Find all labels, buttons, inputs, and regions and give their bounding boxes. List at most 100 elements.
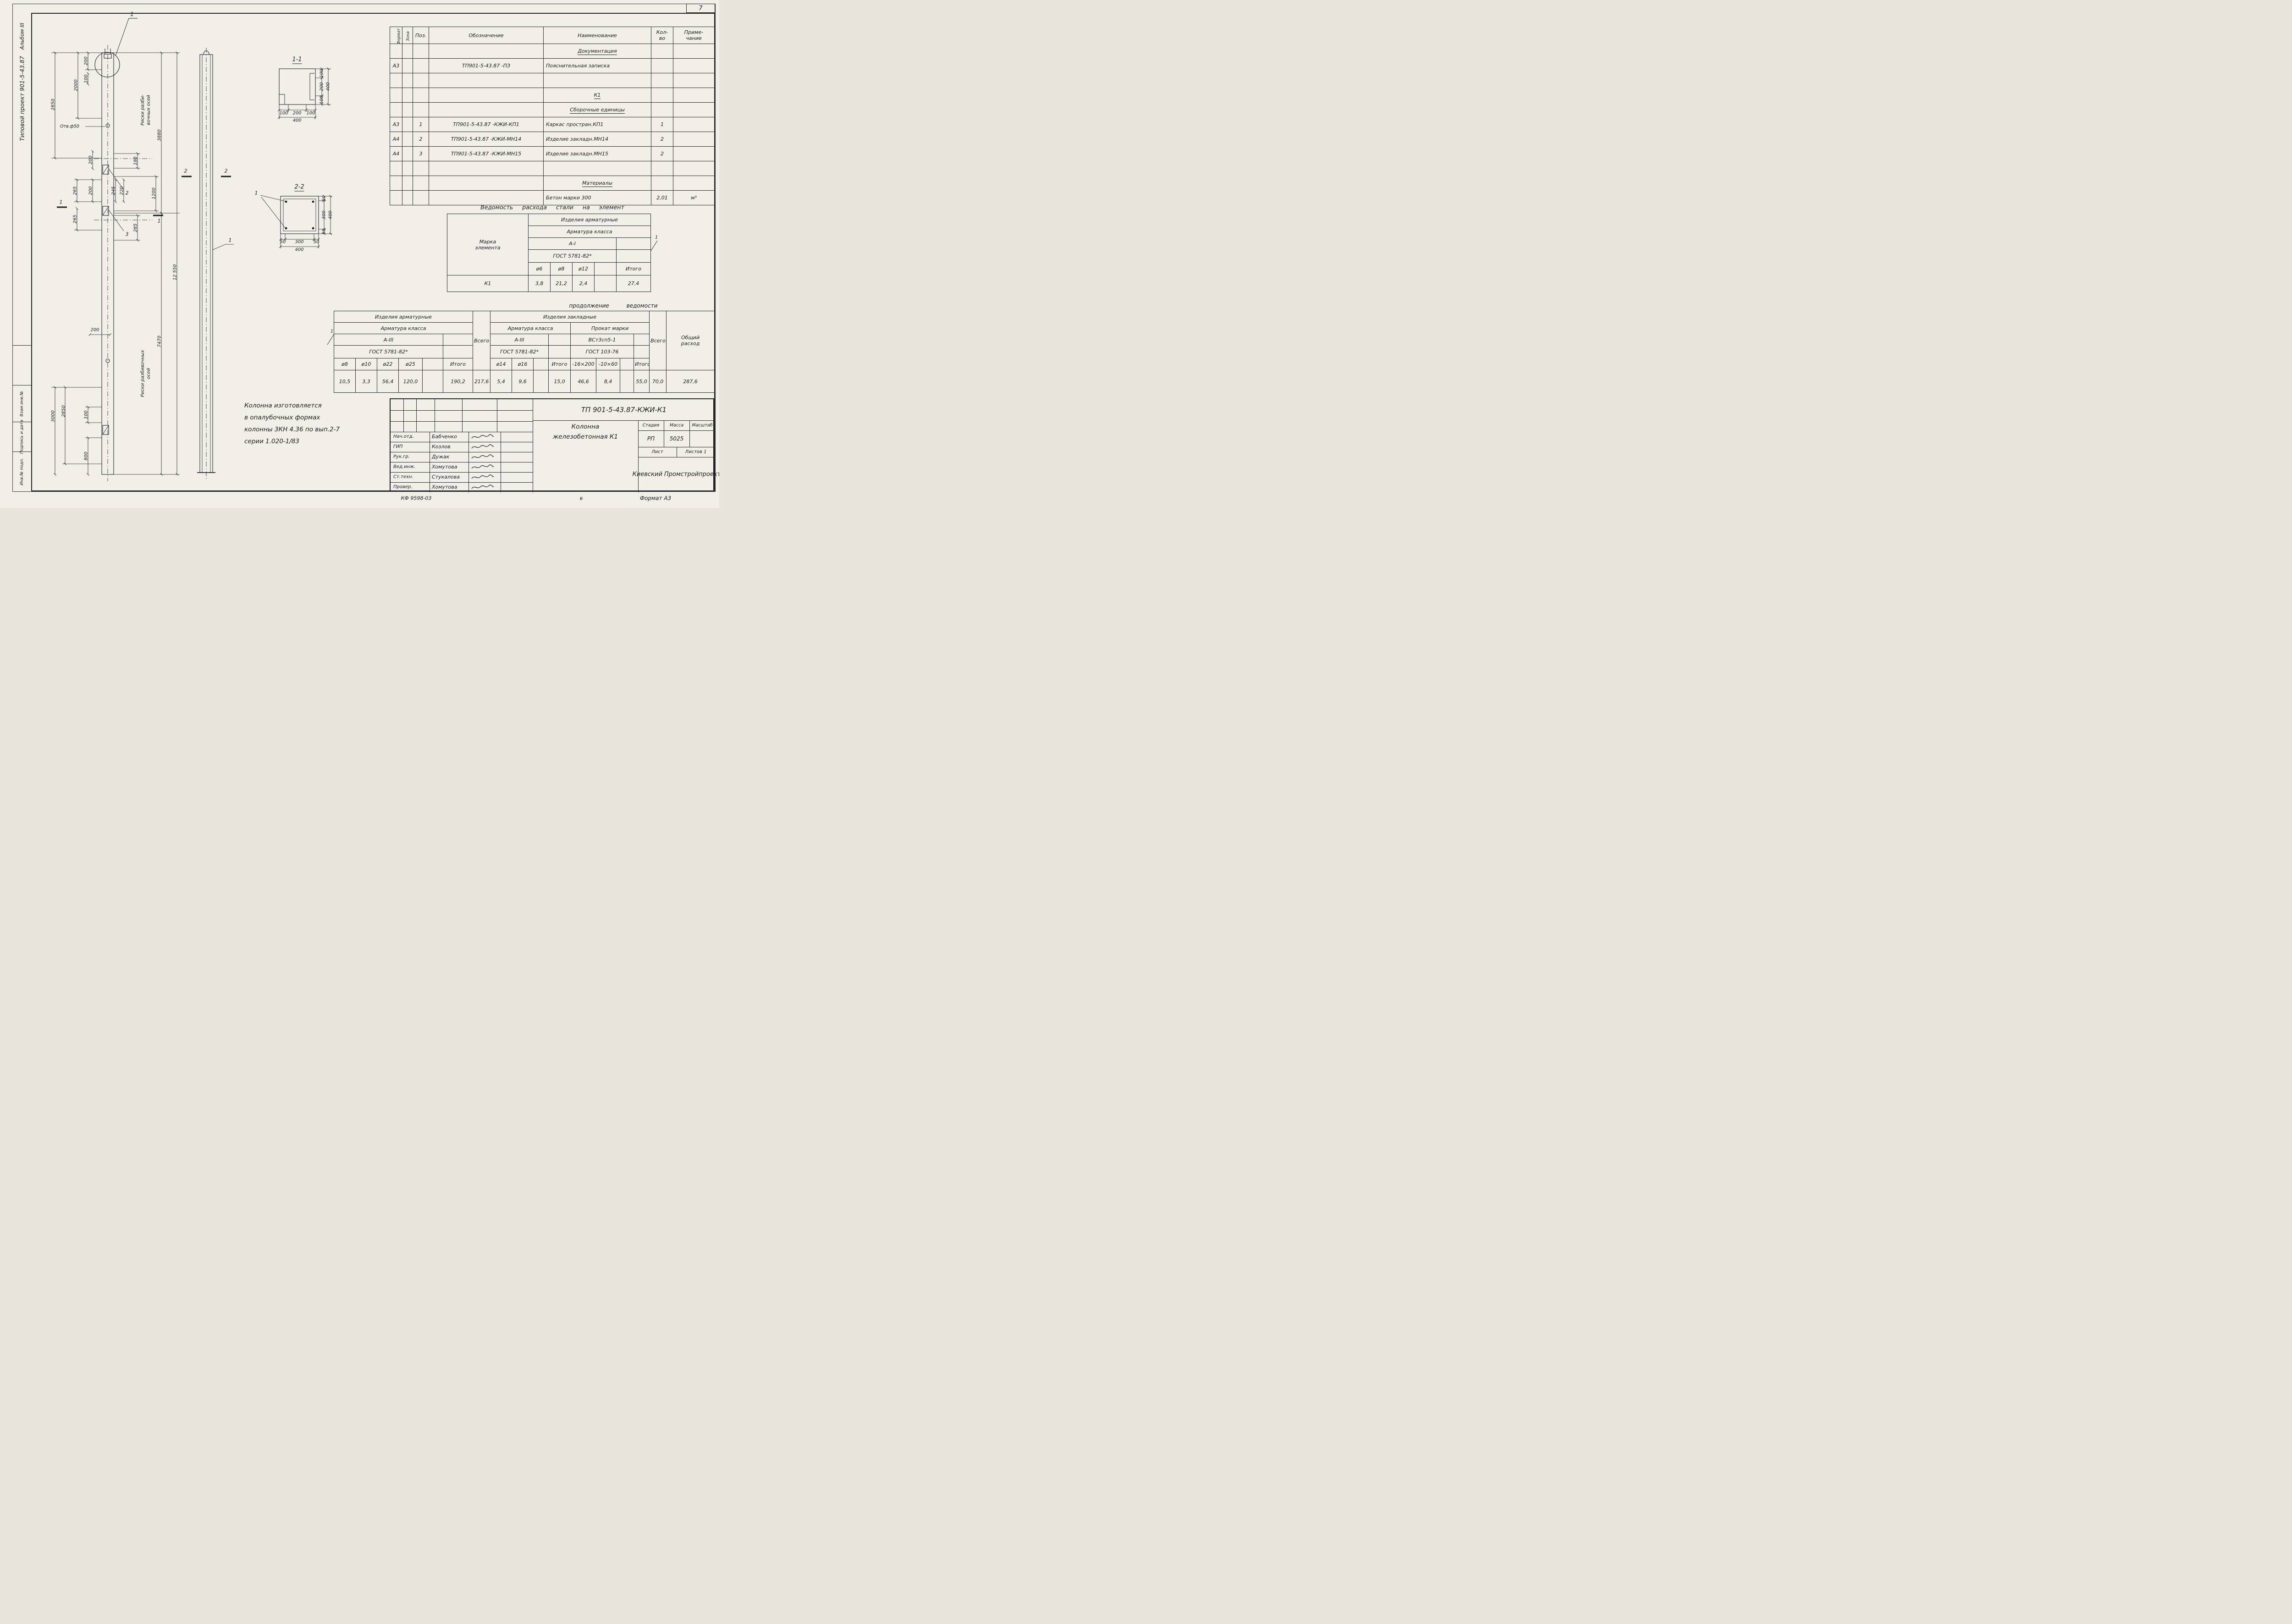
section-cut-1-label: 1	[157, 218, 161, 224]
sec22-dim-400: 400	[295, 247, 304, 253]
section-cut-2-label: 2	[224, 168, 228, 174]
steel2-col: ø10	[355, 358, 377, 370]
margin-divider	[12, 345, 31, 346]
steel1-group-header: Изделия арматурные	[528, 214, 651, 226]
spec-note: м³	[673, 190, 715, 205]
steel1-col-d8: ø8	[550, 262, 573, 275]
dim-200-top: 200	[83, 56, 89, 66]
steel2-value: 9,6	[512, 370, 534, 393]
spec-section-row: Материалы	[390, 176, 715, 191]
sheet-number-box: 7	[686, 4, 715, 13]
steel2-col: ø8	[334, 358, 356, 370]
dim-285: 285	[133, 223, 138, 232]
steel2-value: 190,2	[442, 370, 474, 393]
stage-header: Стадия	[642, 423, 660, 428]
specification-table: Формат Зона Поз. Обозначение Наименовани…	[390, 27, 715, 205]
spec-header-designation: Обозначение	[429, 27, 544, 44]
signer-name: Хомутова	[432, 464, 457, 470]
dim-265-a: 265	[72, 186, 78, 195]
sec11-dim-100: 100	[279, 110, 288, 116]
dim-7470: 7470	[157, 336, 162, 347]
continuation-mark: 1	[655, 235, 658, 240]
steel1-value: 2,4	[572, 275, 595, 292]
signer-name: Бабченко	[432, 434, 457, 440]
signer-role: Нач.отд.	[393, 434, 414, 439]
steel-continuation-table: Изделия арматурные Всего Изделия закладн…	[333, 311, 715, 393]
steel2-col: ø22	[377, 358, 399, 370]
note-line: колонны 3КН 4.36 по вып.2-7	[244, 426, 340, 433]
footer-v: в	[579, 495, 583, 501]
spec-header-qty: Кол- во	[651, 27, 673, 44]
sec22-dim-50: 50	[280, 239, 286, 245]
steel2-value: 56,4	[377, 370, 399, 393]
fabrication-note: Колонна изготовляется в опалубочных форм…	[244, 400, 340, 447]
sec11-vdim-200: 200	[319, 82, 325, 91]
spec-section-row: Документация	[390, 44, 715, 59]
spec-qty: 2	[651, 132, 673, 147]
spec-section-assembly-units: Сборочные единицы	[570, 107, 625, 114]
steel2-col-total: Итого	[634, 358, 650, 370]
steel2-data-row: 10,5 3,3 56,4 120,0 190,2 217,6 5,4 9,6 …	[334, 370, 715, 393]
spec-header-pos: Поз.	[413, 27, 429, 44]
spec-name: Каркас простран.КП1	[543, 117, 651, 132]
steel2-right-group: Изделия закладные	[490, 311, 650, 323]
dim-3000: 3000	[50, 410, 56, 422]
sheet-trim-border	[12, 4, 716, 492]
sec11-vdim-100: 100	[319, 69, 325, 78]
spec-header-format: Формат	[397, 28, 402, 44]
steel1-gost: ГОСТ 5781-82*	[528, 249, 617, 263]
dim-2000: 2000	[73, 79, 79, 91]
spec-pos: 1	[413, 117, 429, 132]
dim-2850-top: 2850	[50, 99, 56, 110]
note-line: Колонна изготовляется	[244, 402, 322, 409]
steel2-vsego1-header: Всего	[473, 311, 491, 370]
dim-100-top: 100	[83, 74, 89, 83]
signer-name: Дужак	[432, 454, 450, 460]
steel1-value: 21,2	[550, 275, 573, 292]
item-2-label: 2	[125, 190, 129, 196]
section-1-1-title: 1-1	[292, 56, 302, 64]
spec-format: А4	[390, 146, 402, 161]
sheet-number: 7	[699, 5, 703, 12]
steel2-arm-class: А-III	[490, 334, 549, 346]
drawing-title-line1: Колонна	[571, 423, 600, 430]
stage-value: РП	[647, 435, 655, 442]
signer-role: Ст.техн.	[393, 474, 413, 479]
spec-header-note: Приме- чание	[673, 27, 715, 44]
spec-section-materials: Материалы	[582, 180, 612, 187]
steel2-left-gost: ГОСТ 5781-82*	[334, 345, 443, 358]
dim-220: 220	[119, 186, 125, 195]
sec22-vdim-400: 400	[328, 210, 333, 220]
sec11-vdim-100: 100	[319, 95, 325, 105]
spec-qty: 2	[651, 146, 673, 161]
signer-name: Стукалова	[432, 474, 460, 480]
sheets-count: Листов 1	[685, 449, 707, 455]
spec-format: А3	[390, 117, 402, 132]
steel1-data-row: К1 3,8 21,2 2,4 27,4	[447, 275, 651, 292]
steel1-col-total: Итого	[616, 262, 651, 275]
steel1-col-d12: ø12	[572, 262, 595, 275]
steel2-col: ø14	[490, 358, 512, 370]
statement-continuation-title: продолжение ведомости	[569, 303, 658, 309]
dim-2850-bottom: 2850	[61, 405, 66, 417]
spec-designation: ТП901-5-43.87 -КЖИ-МН14	[429, 132, 544, 147]
steel2-vsego1-value: 217,6	[473, 370, 491, 393]
steel2-left-subgroup: Арматура класса	[333, 322, 474, 334]
section-cut-2-label: 2	[184, 168, 187, 174]
dim-200-axis: 200	[90, 327, 99, 333]
signer-name: Козлов	[432, 444, 451, 450]
item-3-label: 3	[125, 231, 129, 237]
steel2-left-class: А-III	[334, 334, 443, 346]
callout-1-label: 1	[130, 11, 134, 17]
document-number: ТП 901-5-43.87-КЖИ-К1	[581, 406, 667, 414]
mass-value: 5025	[669, 435, 684, 442]
steel2-arm-gost: ГОСТ 5781-82*	[490, 345, 549, 358]
signature-scribble	[471, 434, 494, 439]
sec22-vdim-50: 50	[321, 195, 327, 202]
steel2-left-group: Изделия арматурные	[333, 311, 474, 323]
drawing-title-line2: железобетонная К1	[552, 433, 618, 440]
steel2-value: 46,6	[570, 370, 597, 393]
spec-header-zone: Зона	[406, 31, 411, 41]
title-block: ТП 901-5-43.87-КЖИ-К1 Колонна железобето…	[390, 398, 719, 492]
drawing-linework	[51, 18, 658, 481]
